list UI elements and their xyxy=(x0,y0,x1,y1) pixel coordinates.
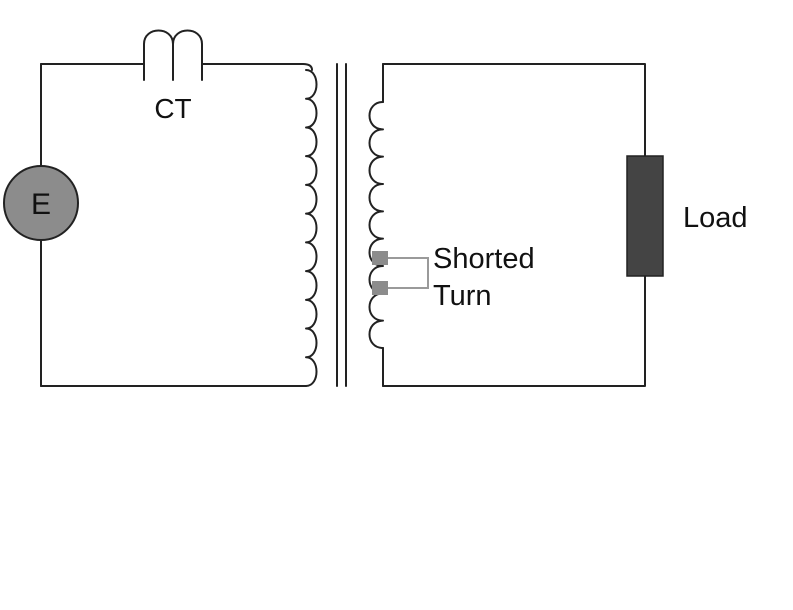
voltage-source: E xyxy=(3,165,79,241)
shorted-turn-label-line2: Turn xyxy=(433,280,492,312)
load-resistor xyxy=(626,155,664,277)
voltage-source-circle xyxy=(3,165,79,241)
load-label: Load xyxy=(683,202,748,234)
primary-winding-coil xyxy=(305,69,318,387)
secondary-winding-coil xyxy=(368,101,384,349)
shorted-turn-label-line1: Shorted xyxy=(433,243,535,275)
shorted-turn-jumper xyxy=(372,251,429,295)
load-resistor-body xyxy=(626,155,664,277)
shorted-turn-terminal-lower xyxy=(372,281,388,295)
primary-circuit xyxy=(40,63,313,387)
current-transformer-coil xyxy=(143,29,203,81)
shorted-turn-terminal-upper xyxy=(372,251,388,265)
ct-label: CT xyxy=(154,93,191,124)
voltage-source-label: E xyxy=(31,188,51,221)
secondary-top-wire xyxy=(382,63,646,157)
secondary-bottom-wire xyxy=(382,275,646,387)
primary-top-wire-right xyxy=(201,63,313,71)
transformer-core xyxy=(336,63,347,387)
secondary-circuit xyxy=(382,63,646,387)
shorted-turn-wire xyxy=(388,257,429,289)
